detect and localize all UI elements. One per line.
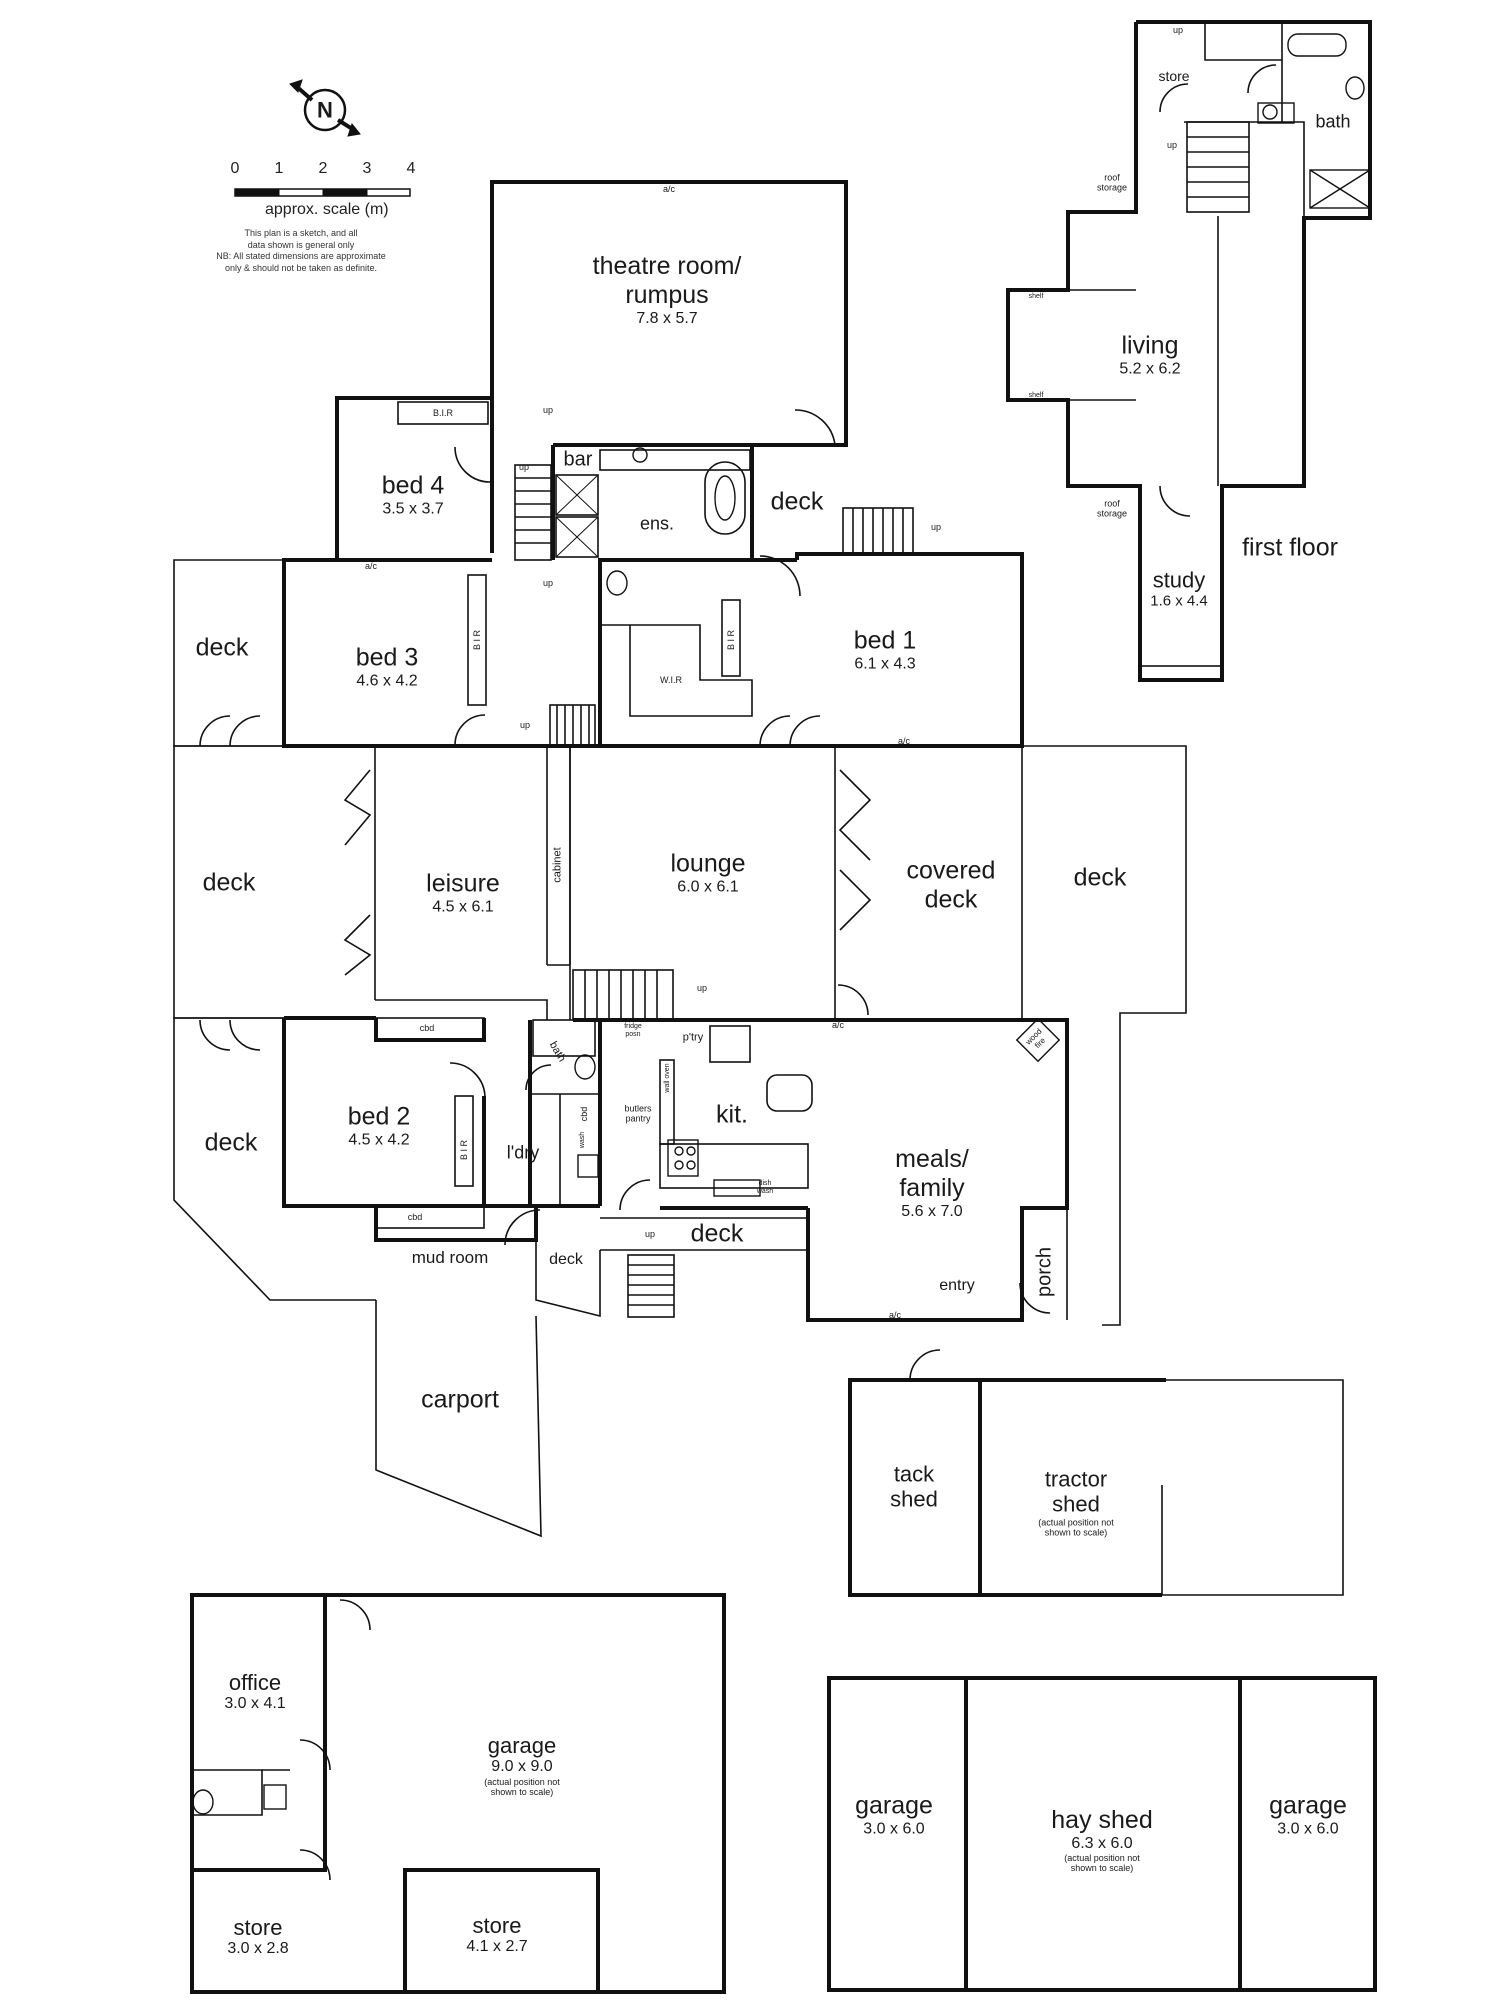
scale-caption: approx. scale (m) xyxy=(265,201,389,218)
cbd-ldry: cbd xyxy=(578,1106,589,1122)
shower-grids xyxy=(555,474,599,558)
cbd-leisure: cbd xyxy=(419,1022,435,1033)
bed4-bir: B.I.R xyxy=(432,407,454,418)
cabinet-label: cabinet xyxy=(551,847,564,883)
scale-tick-2: 2 xyxy=(318,160,328,177)
first-floor-title: first floor xyxy=(1242,533,1338,562)
room-theatre: theatre room/rumpus 7.8 x 5.7 xyxy=(592,252,742,327)
ptry-label: p'try xyxy=(682,1031,704,1044)
ff-up-store: up xyxy=(1172,24,1184,35)
ac-bed1: a/c xyxy=(897,735,911,746)
up-bed4: up xyxy=(518,461,530,472)
hay-shed-garages xyxy=(827,1676,1377,1992)
bed3-bir: B I R xyxy=(471,629,482,651)
ff-bath: bath xyxy=(1315,111,1351,132)
bed2-bir: B I R xyxy=(458,1139,469,1161)
scale-bar xyxy=(234,188,411,197)
shelf-bottom: shelf xyxy=(1028,391,1044,399)
scale-tick-1: 1 xyxy=(274,160,284,177)
tack-tractor-shed xyxy=(848,1378,1166,1597)
ac-bed3: a/c xyxy=(364,560,378,571)
up-ens: up xyxy=(542,577,554,588)
bed1-bir: B I R xyxy=(725,629,736,651)
wash-label: wash xyxy=(578,1131,586,1149)
up-deck: up xyxy=(930,521,942,532)
deck-left-mid: deck xyxy=(202,868,256,897)
ac-theatre: a/c xyxy=(662,183,676,194)
up-deck-kit: up xyxy=(644,1228,656,1239)
deck-top: deck xyxy=(770,487,824,516)
room-meals: meals/family 5.6 x 7.0 xyxy=(895,1145,969,1220)
bar-label: bar xyxy=(563,448,593,471)
compass-label: N xyxy=(317,97,333,123)
internal-walls xyxy=(173,401,1187,1538)
fixtures xyxy=(192,33,1371,1815)
ff-up-landing: up xyxy=(1166,139,1178,150)
entry-label: entry xyxy=(939,1276,975,1294)
compass-icon xyxy=(289,79,361,137)
deck-left-bot: deck xyxy=(204,1128,258,1157)
ac-kitchen: a/c xyxy=(831,1019,845,1030)
deck-right: deck xyxy=(1073,863,1127,892)
up-lounge: up xyxy=(696,982,708,993)
mud-room-label: mud room xyxy=(411,1248,489,1268)
ens-label: ens. xyxy=(639,513,675,534)
cbd-bed2: cbd xyxy=(407,1211,423,1222)
kit-label: kit. xyxy=(716,1100,748,1129)
shelf-top: shelf xyxy=(1028,292,1044,300)
scale-tick-4: 4 xyxy=(406,160,416,177)
ac-entry: a/c xyxy=(888,1309,902,1320)
main-garage xyxy=(190,1593,726,1994)
up-theatre: up xyxy=(542,404,554,415)
up-bed3: up xyxy=(519,719,531,730)
deck-mud: deck xyxy=(549,1250,583,1268)
carport-label: carport xyxy=(421,1385,499,1414)
deck-kitchen: deck xyxy=(690,1219,744,1248)
deck-left-top: deck xyxy=(195,633,249,662)
scale-tick-3: 3 xyxy=(362,160,372,177)
ldry-label: l'dry xyxy=(506,1142,540,1163)
first-floor-internal xyxy=(1068,22,1305,681)
scale-tick-0: 0 xyxy=(230,160,240,177)
wir-label: W.I.R xyxy=(660,674,682,685)
wall-oven-label: wall oven xyxy=(663,1063,671,1093)
ff-store: store xyxy=(1158,67,1190,84)
porch-label: porch xyxy=(1033,1246,1056,1298)
